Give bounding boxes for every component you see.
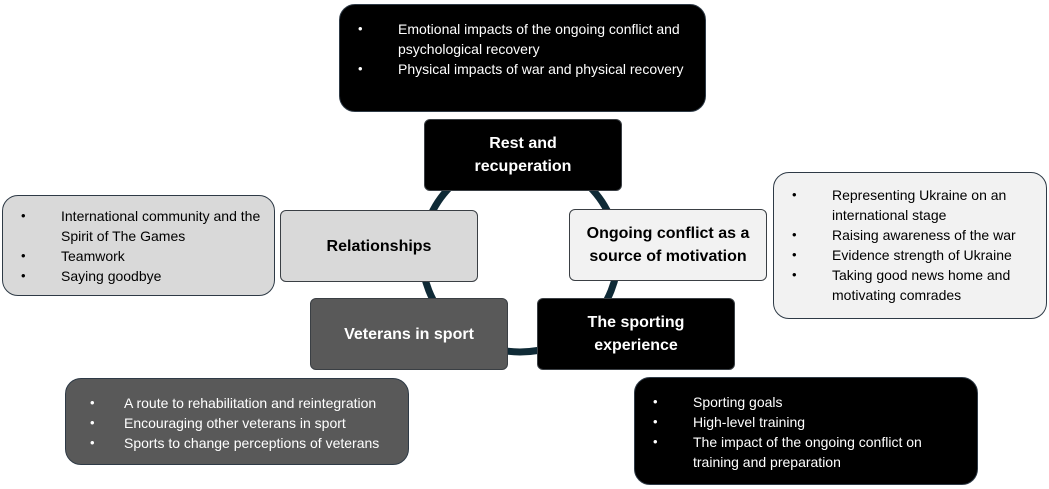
subtheme-item: •Physical impacts of war and physical re… (358, 61, 684, 77)
subtheme-item: •Teamwork (21, 248, 125, 264)
theme-label: Veterans in sport (344, 325, 474, 343)
subtheme-item: •Saying goodbye (21, 268, 162, 284)
theme-relationships: Relationships (280, 210, 478, 282)
subtheme-item: •High-level training (653, 414, 806, 430)
theme-label: Ongoing conflict as a source of motivati… (586, 225, 750, 265)
theme-veterans-in-sport: Veterans in sport (310, 298, 508, 370)
subtheme-box-motivation: •Representing Ukraine on an internationa… (773, 172, 1047, 319)
theme-ongoing-conflict: Ongoing conflict as a source of motivati… (569, 209, 767, 281)
subtheme-item: •Evidence strength of Ukraine (792, 247, 1012, 263)
subtheme-item: •Sports to change perceptions of veteran… (90, 435, 380, 451)
subtheme-item: •Taking good news home and motivating co… (792, 267, 1011, 303)
theme-rest-and-recuperation: Rest and recuperation (424, 119, 622, 191)
theme-label: The sporting experience (587, 314, 685, 354)
theme-label: Rest and recuperation (474, 135, 572, 175)
subtheme-box-sporting: •Sporting goals •High-level training •Th… (634, 377, 978, 485)
subtheme-item: •Sporting goals (653, 394, 783, 410)
subtheme-box-relationships: •International community and the Spirit … (2, 195, 275, 296)
subtheme-box-rest: •Emotional impacts of the ongoing confli… (339, 4, 706, 112)
subtheme-item: •Representing Ukraine on an internationa… (792, 187, 1007, 223)
theme-label: Relationships (326, 237, 432, 255)
subtheme-item: •The impact of the ongoing conflict on t… (653, 434, 922, 470)
subtheme-item: •International community and the Spirit … (21, 208, 261, 244)
subtheme-item: •Emotional impacts of the ongoing confli… (358, 21, 680, 57)
subtheme-box-veterans: •A route to rehabilitation and reintegra… (65, 378, 409, 465)
subtheme-item: •Encouraging other veterans in sport (90, 415, 346, 431)
subtheme-item: •Raising awareness of the war (792, 227, 1016, 243)
subtheme-item: •A route to rehabilitation and reintegra… (90, 395, 377, 411)
theme-sporting-experience: The sporting experience (537, 298, 735, 370)
